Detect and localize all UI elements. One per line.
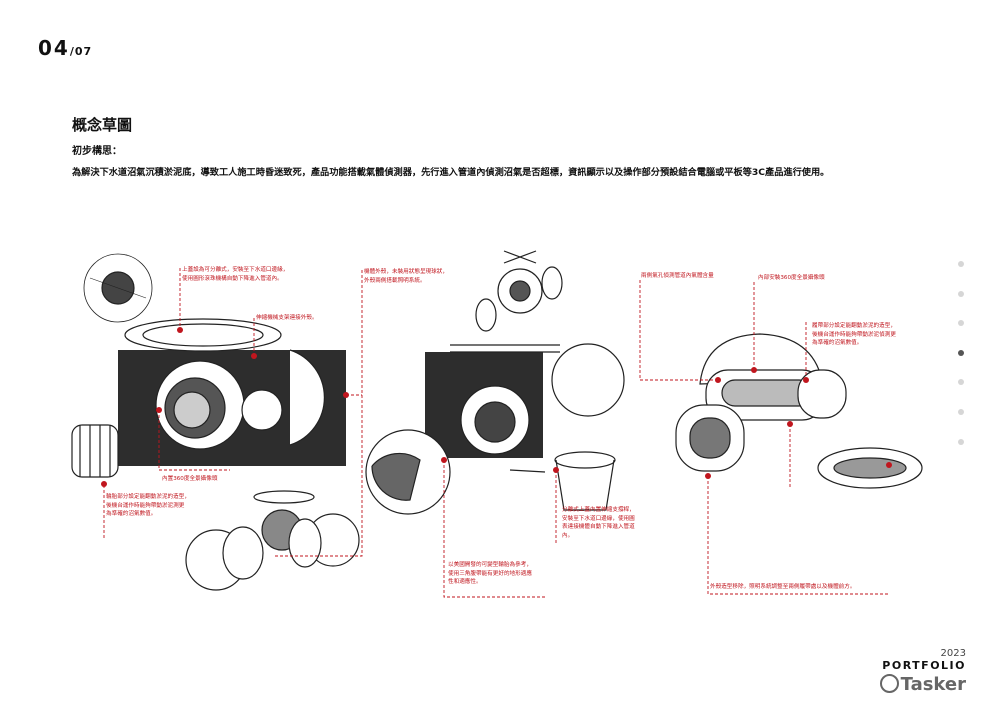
leader-lines [103, 268, 890, 598]
annotation-lid: 上蓋設為可分離式，安裝至下水道口邊緣，使用圓形滾珠機構自動下降進入管道內。 [182, 267, 289, 282]
nav-dot[interactable] [958, 438, 964, 445]
nav-dot[interactable] [958, 408, 964, 415]
brand-name: Tasker [900, 674, 966, 695]
section-subtitle: 初步構思： [72, 146, 122, 157]
page-current: 04 [38, 36, 70, 60]
annotation-wheels: 輪胎部分設定能翻動淤泥的造型，後機台運作時能夠帶動淤泥測更為準確的沼氣數值。 [106, 494, 190, 517]
annotation-gas-vents: 兩側氣孔偵測管道內氣體含量 [641, 273, 714, 279]
sketch-group-2 [365, 250, 625, 515]
nav-dot[interactable] [958, 261, 964, 267]
sketch-group-3 [675, 333, 923, 489]
annotation-dots [101, 327, 892, 487]
brand-logo: Tasker [879, 674, 966, 695]
nav-dot-active[interactable] [958, 349, 964, 356]
sketch-group-1 [71, 253, 360, 591]
footer: 2023 PORTFOLIO Tasker [879, 648, 966, 695]
page-nav-dots [958, 261, 964, 468]
nav-dot[interactable] [958, 320, 964, 327]
annotation-lighting: 外殼造型移除，照明系統調整至兩側履帶處以及機體前方。 [710, 584, 856, 590]
page-number: 04/07 [38, 36, 92, 60]
nav-dot[interactable] [958, 290, 964, 297]
annotation-camera-2: 內部安裝360度全景攝像頭 [758, 275, 825, 281]
section-title: 概念草圖 [72, 116, 133, 134]
annotation-shell: 機體外殼，未裝用狀態呈現球狀，外殼兩側搭載照明系統。 [364, 269, 448, 284]
page-total: /07 [69, 45, 93, 58]
brand-logo-icon [879, 674, 899, 693]
nav-dot[interactable] [958, 379, 964, 386]
annotation-tires: 以美國開發的可變型輪胎為參考，使用三角腹帶能有更好的地形適應性和適應性。 [448, 562, 532, 585]
annotation-lid-support: 分離式上蓋內置伸縮支撐桿，安裝至下水道口邊緣，使用圓表達接機體自動下降進入管道內… [562, 507, 635, 539]
annotation-arm: 伸縮機械支架連接外殼。 [256, 315, 318, 321]
annotation-tracks: 履帶部分設定能翻動淤泥的造型，後機台運作時能夠帶動淤泥偵測更為準確的沼氣數值。 [812, 323, 896, 346]
footer-portfolio: PORTFOLIO [882, 659, 966, 672]
footer-year: 2023 [940, 648, 966, 659]
annotation-camera-1: 內置360度全景攝像頭 [162, 476, 218, 482]
section-description: 為解決下水道沼氣沉積淤泥底，導致工人施工時昏迷致死，產品功能搭載氣體偵測器，先行… [72, 167, 830, 178]
